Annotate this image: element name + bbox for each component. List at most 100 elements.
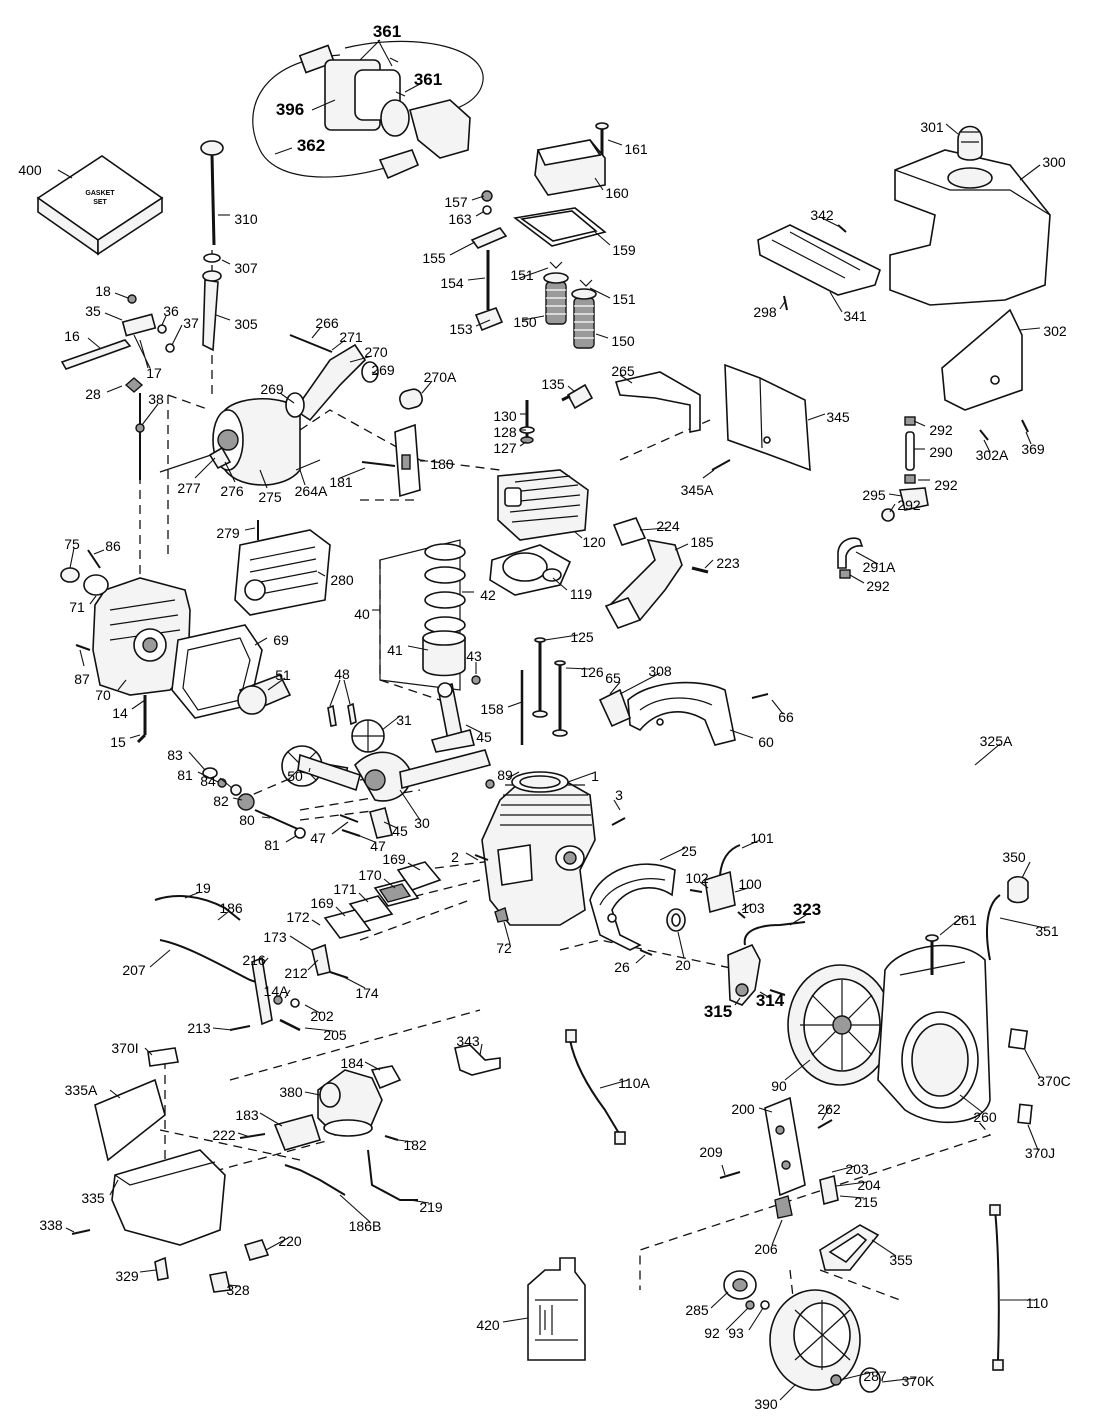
callout-369: 369	[1021, 441, 1045, 457]
callout-270: 270	[364, 344, 388, 360]
callout-31: 31	[396, 712, 412, 728]
callout-47a: 47	[310, 830, 326, 846]
callout-380: 380	[279, 1084, 303, 1100]
callout-277: 277	[177, 480, 201, 496]
callout-154: 154	[440, 275, 464, 291]
callout-260: 260	[973, 1109, 997, 1125]
callout-181: 181	[329, 474, 353, 490]
callout-213: 213	[187, 1020, 211, 1036]
callout-150a: 150	[513, 314, 537, 330]
callout-400: 400	[18, 162, 42, 178]
shield-345	[711, 363, 811, 472]
callout-3: 3	[615, 787, 623, 803]
callout-345A: 345A	[681, 482, 714, 498]
callout-323: 323	[793, 900, 821, 919]
callout-305: 305	[234, 316, 258, 332]
leader-lines	[57, 39, 1046, 1401]
callout-72: 72	[496, 940, 512, 956]
callout-151a: 151	[510, 267, 534, 283]
callout-307: 307	[234, 260, 258, 276]
callout-302A: 302A	[976, 447, 1009, 463]
valve-spring-right	[571, 288, 597, 349]
callout-219: 219	[419, 1199, 443, 1215]
callout-185: 185	[690, 534, 714, 550]
crankcase-cover	[60, 549, 263, 744]
callout-222: 222	[212, 1127, 236, 1143]
callout-83: 83	[167, 747, 183, 763]
callout-100: 100	[738, 876, 762, 892]
callout-157: 157	[444, 194, 468, 210]
muffler-assembly	[159, 334, 423, 486]
callout-276: 276	[220, 483, 244, 499]
callout-275: 275	[258, 489, 282, 505]
fuel-line-parts	[837, 416, 1029, 579]
callout-18: 18	[95, 283, 111, 299]
callout-341: 341	[843, 308, 867, 324]
callout-102: 102	[685, 870, 709, 886]
callout-370C: 370C	[1037, 1073, 1070, 1089]
callout-14A: 14A	[264, 983, 290, 999]
callout-325A: 325A	[980, 733, 1013, 749]
oil-bottle	[527, 1257, 586, 1361]
flywheel	[787, 964, 893, 1086]
callout-280: 280	[330, 572, 354, 588]
callout-51: 51	[275, 667, 291, 683]
callout-285: 285	[685, 1302, 709, 1318]
callout-75: 75	[64, 536, 80, 552]
callout-128: 128	[493, 424, 517, 440]
callout-28: 28	[85, 386, 101, 402]
callout-204: 204	[857, 1177, 881, 1193]
callout-80: 80	[239, 812, 255, 828]
callout-362: 362	[297, 136, 325, 155]
callout-269a: 269	[371, 362, 395, 378]
callout-298: 298	[753, 304, 777, 320]
callout-200: 200	[731, 1101, 755, 1117]
callout-310: 310	[234, 211, 258, 227]
callout-158: 158	[480, 701, 504, 717]
callout-370J: 370J	[1025, 1145, 1055, 1161]
valve-train	[470, 122, 609, 349]
callout-355: 355	[889, 1252, 913, 1268]
callout-87: 87	[74, 671, 90, 687]
callout-300: 300	[1042, 154, 1066, 170]
callout-338: 338	[39, 1217, 63, 1233]
exhaust-elbow	[604, 517, 709, 629]
piston-assembly	[379, 539, 481, 753]
callout-45b: 45	[392, 823, 408, 839]
callout-40: 40	[354, 606, 370, 622]
callout-302: 302	[1043, 323, 1067, 339]
callout-155: 155	[422, 250, 446, 266]
callout-110A: 110A	[618, 1075, 650, 1091]
recoil-starter	[723, 1224, 881, 1393]
callout-93: 93	[728, 1325, 744, 1341]
ignition-module	[689, 844, 746, 919]
callout-290: 290	[929, 444, 953, 460]
electric-starter-assembly	[252, 40, 484, 180]
callout-36: 36	[163, 303, 179, 319]
callout-120: 120	[582, 534, 606, 550]
callout-396: 396	[276, 100, 304, 119]
governor-linkage	[60, 294, 175, 480]
callout-170: 170	[358, 867, 382, 883]
callout-224: 224	[656, 518, 680, 534]
callout-172: 172	[286, 909, 310, 925]
callout-173: 173	[263, 929, 287, 945]
shield-265	[614, 371, 701, 433]
callout-292b: 292	[934, 477, 958, 493]
gasket-box-label-1: GASKET	[85, 190, 115, 197]
tank-bracket	[757, 224, 881, 311]
callout-287: 287	[863, 1368, 887, 1384]
callout-48: 48	[334, 666, 350, 682]
callout-92: 92	[704, 1325, 720, 1341]
callout-308: 308	[648, 663, 672, 679]
callout-41: 41	[387, 642, 403, 658]
callout-90: 90	[771, 1078, 787, 1094]
callout-16: 16	[64, 328, 80, 344]
callout-292a: 292	[929, 422, 953, 438]
callout-343: 343	[456, 1033, 480, 1049]
callout-169a: 169	[382, 851, 406, 867]
callout-66: 66	[778, 709, 794, 725]
callout-345: 345	[826, 409, 850, 425]
